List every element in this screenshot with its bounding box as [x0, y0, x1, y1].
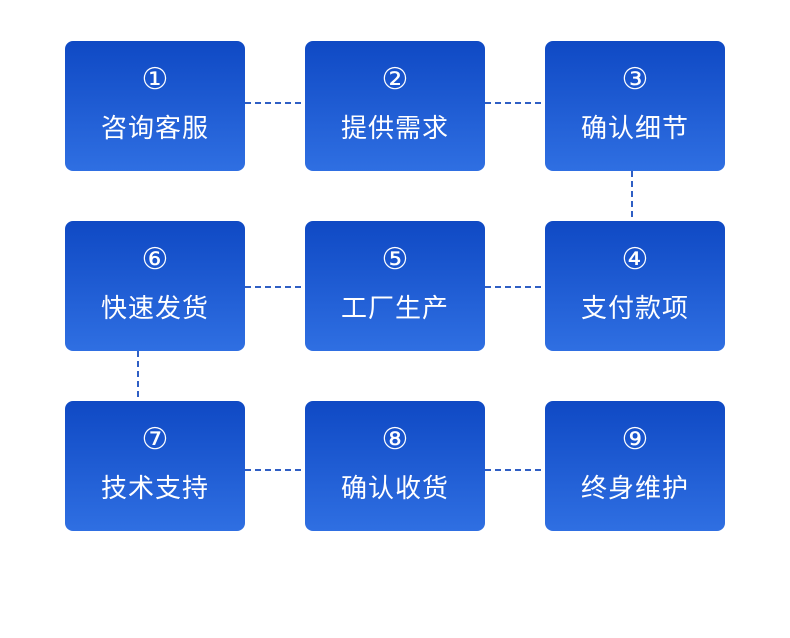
- step-confirm-details: ③ 确认细节: [545, 41, 725, 171]
- step-lifetime-maintenance: ⑨ 终身维护: [545, 401, 725, 531]
- step-number: ⑧: [381, 422, 409, 457]
- step-technical-support: ⑦ 技术支持: [65, 401, 245, 531]
- step-fast-shipping: ⑥ 快速发货: [65, 221, 245, 351]
- step-number: ⑤: [381, 242, 409, 277]
- step-number: ①: [141, 62, 169, 97]
- step-label: 确认收货: [340, 474, 449, 504]
- step-confirm-receipt: ⑧ 确认收货: [305, 401, 485, 531]
- step-factory-production: ⑤ 工厂生产: [305, 221, 485, 351]
- step-number: ②: [381, 62, 409, 97]
- step-consult-service: ① 咨询客服: [65, 41, 245, 171]
- step-label: 技术支持: [100, 474, 209, 504]
- step-label: 确认细节: [580, 114, 689, 144]
- step-number: ③: [621, 62, 649, 97]
- step-make-payment: ④ 支付款项: [545, 221, 725, 351]
- step-label: 咨询客服: [100, 114, 209, 144]
- step-label: 提供需求: [340, 114, 449, 144]
- step-label: 快速发货: [100, 294, 209, 324]
- step-label: 终身维护: [580, 474, 689, 504]
- step-provide-requirements: ② 提供需求: [305, 41, 485, 171]
- step-label: 支付款项: [580, 294, 689, 324]
- step-number: ⑨: [621, 422, 649, 457]
- step-label: 工厂生产: [340, 294, 449, 324]
- step-number: ⑦: [141, 422, 169, 457]
- step-number: ④: [621, 242, 649, 277]
- step-number: ⑥: [141, 242, 169, 277]
